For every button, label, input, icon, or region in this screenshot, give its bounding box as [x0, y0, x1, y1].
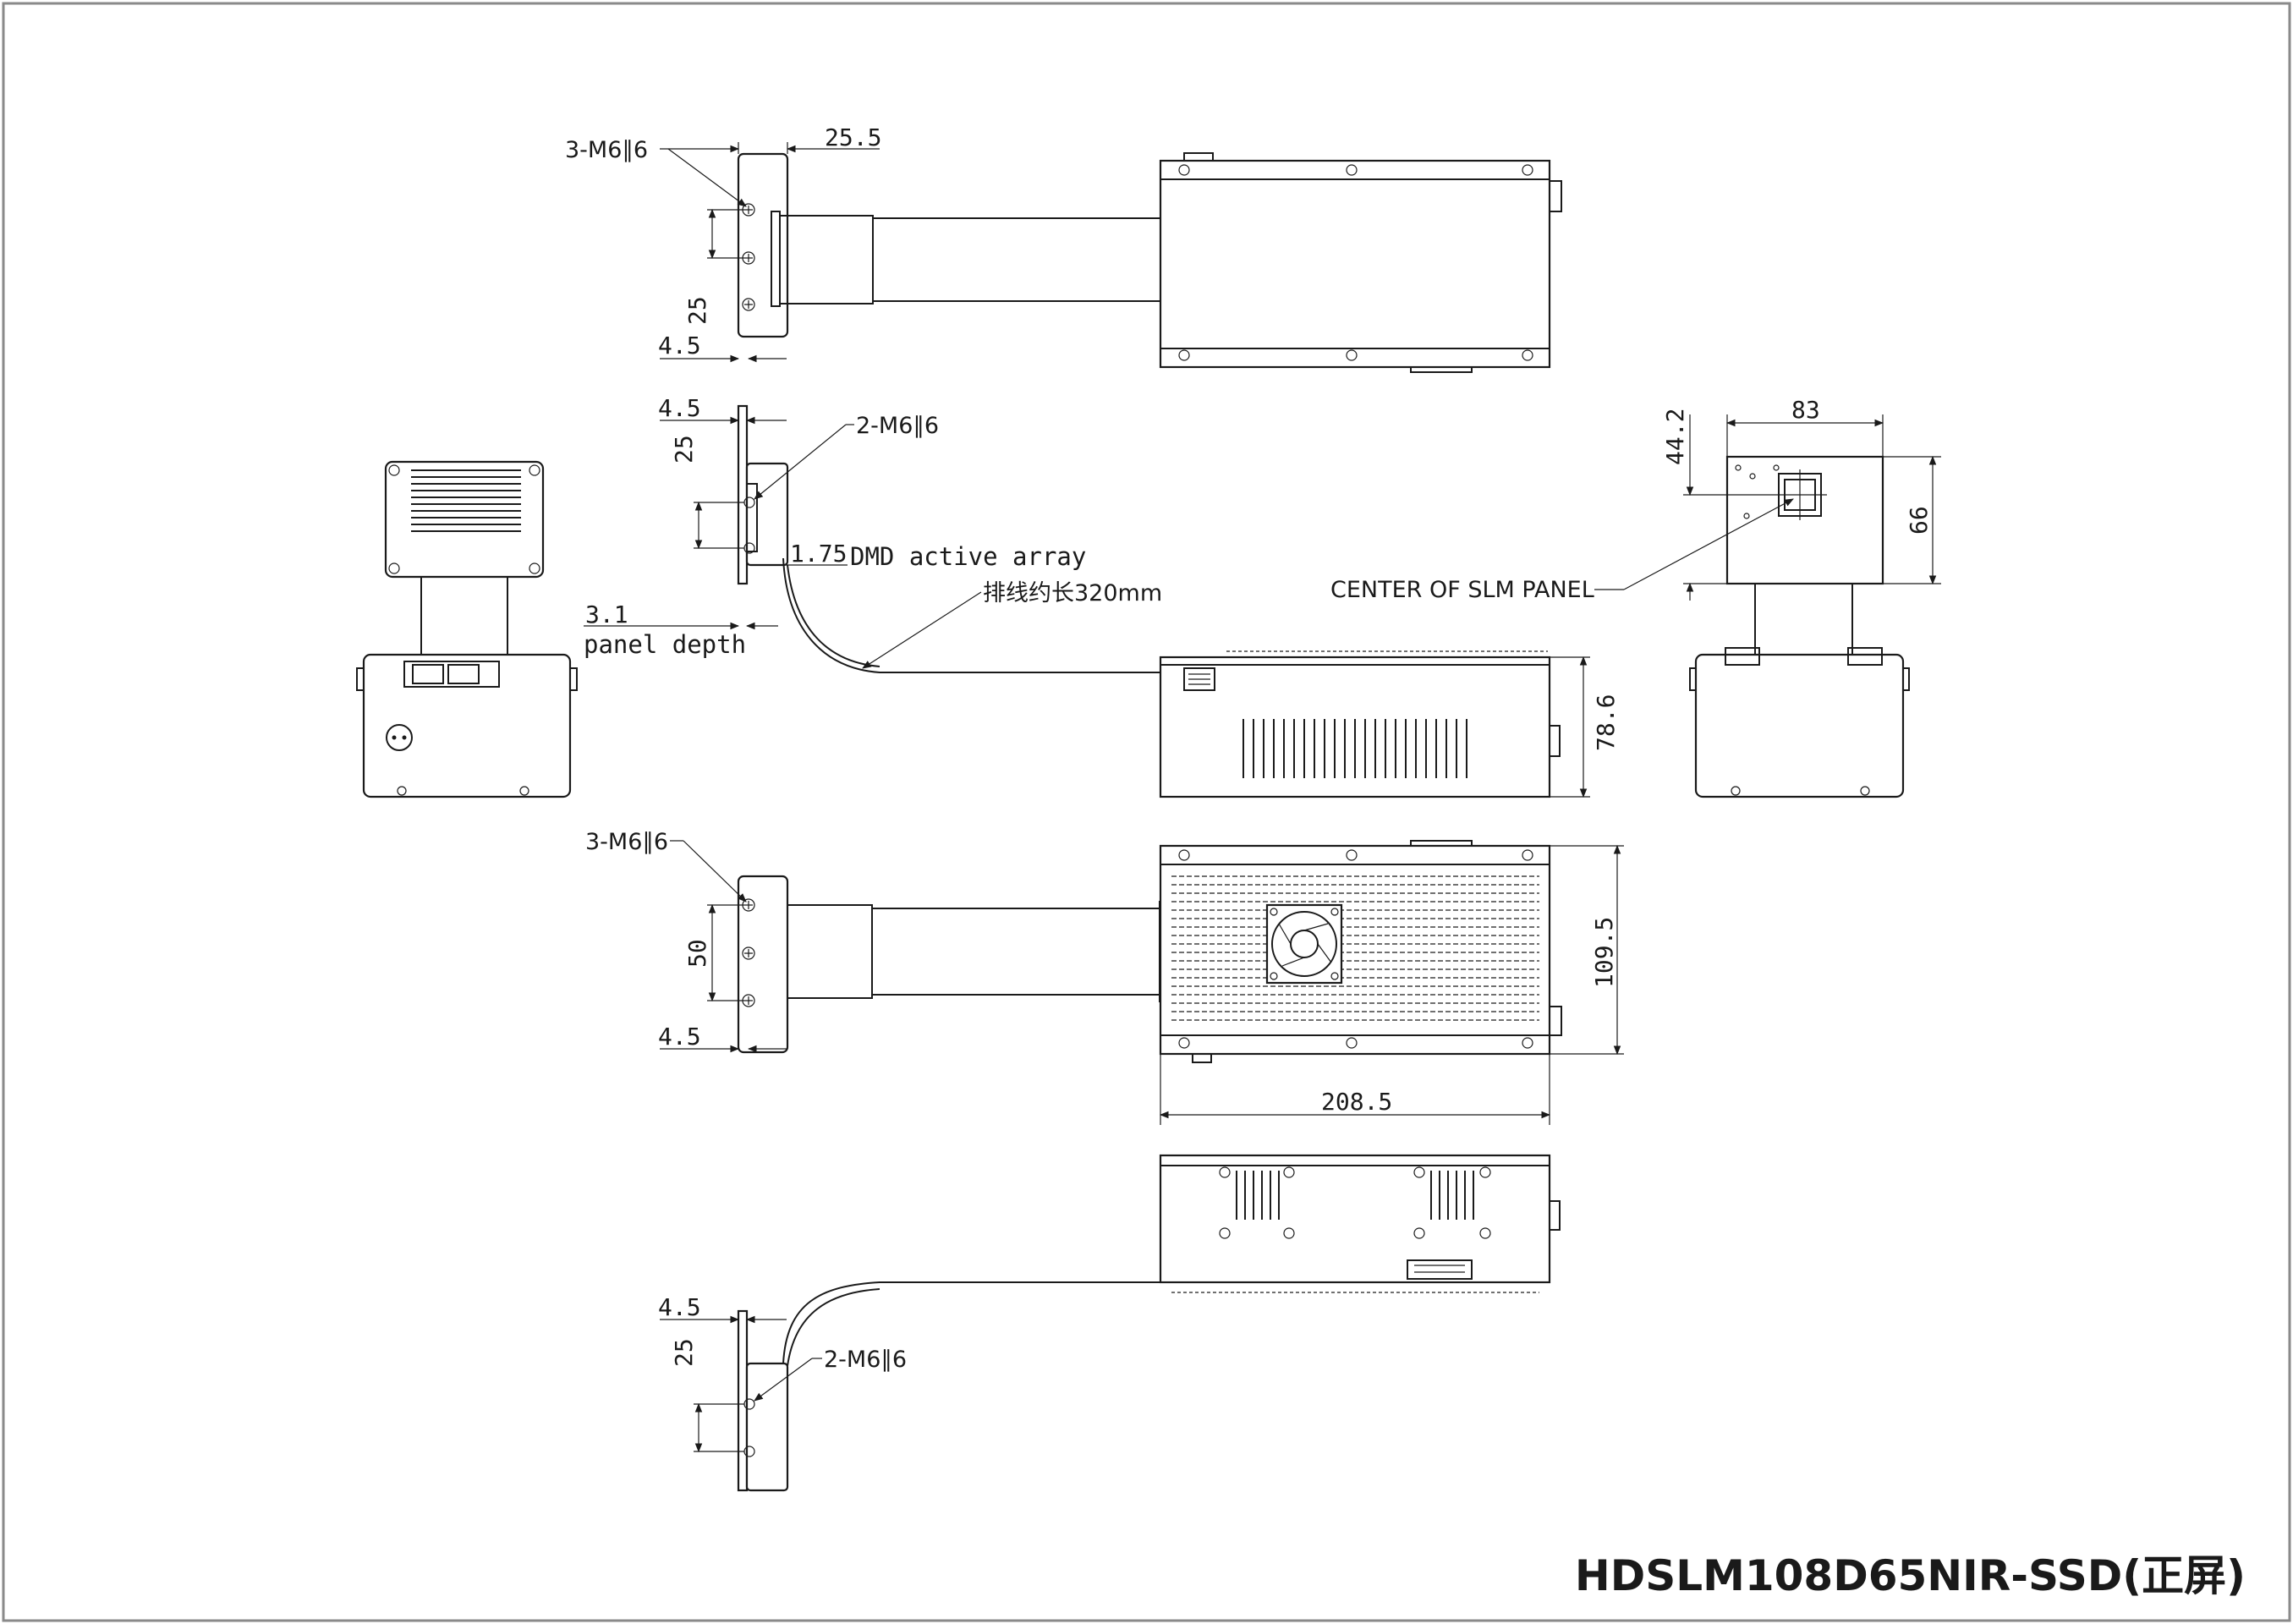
- top-view: 25.5 25 4.5 3-M6∥6: [565, 123, 1562, 373]
- dim-109-5: 109.5: [1590, 917, 1618, 988]
- right-end-view: 83 44.2 66 CENTER OF SLM PANEL: [1330, 396, 1941, 798]
- label-dmd-active-array: DMD active array: [850, 542, 1086, 571]
- dim-4-5-bottom: 4.5: [658, 1293, 701, 1321]
- rear-view: 4.5 25 2-M6∥6: [658, 1154, 1561, 1492]
- dim-1-75: 1.75: [790, 540, 847, 568]
- dim-4-5-top: 4.5: [658, 332, 701, 359]
- dim-83: 83: [1791, 396, 1820, 424]
- dim-208-5: 208.5: [1321, 1088, 1392, 1116]
- label-3-m6-lower: 3-M6∥6: [585, 829, 668, 855]
- dim-25-mid: 25: [670, 435, 698, 464]
- label-3-m6-top: 3-M6∥6: [565, 137, 648, 163]
- label-cable-length: 排线约长320mm: [983, 580, 1162, 606]
- dim-4-5-lower: 4.5: [658, 1023, 701, 1051]
- label-panel-depth: panel depth: [584, 630, 746, 659]
- label-2-m6-bottom: 2-M6∥6: [824, 1347, 907, 1373]
- dim-4-5-mid: 4.5: [658, 394, 701, 422]
- dim-3-1: 3.1: [585, 601, 628, 628]
- dim-25-5: 25.5: [825, 123, 881, 151]
- dim-44-2: 44.2: [1661, 409, 1689, 465]
- dim-78-6: 78.6: [1592, 694, 1620, 751]
- side-view: 4.5 25 1.75 DMD active array 3.1 panel d…: [584, 394, 1620, 798]
- left-end-view: [356, 460, 578, 798]
- dim-66: 66: [1905, 506, 1933, 535]
- dim-25-bottom: 25: [670, 1338, 698, 1367]
- bottom-view: 50 4.5 109.5 208.5 3-M6∥6: [585, 829, 1624, 1125]
- label-center-of-slm-panel: CENTER OF SLM PANEL: [1330, 577, 1594, 603]
- dim-25-top: 25: [683, 296, 711, 325]
- label-2-m6-mid: 2-M6∥6: [856, 413, 939, 439]
- drawing-title: HDSLM108D65NIR-SSD(正屏): [1575, 1551, 2246, 1600]
- dim-50: 50: [683, 939, 711, 968]
